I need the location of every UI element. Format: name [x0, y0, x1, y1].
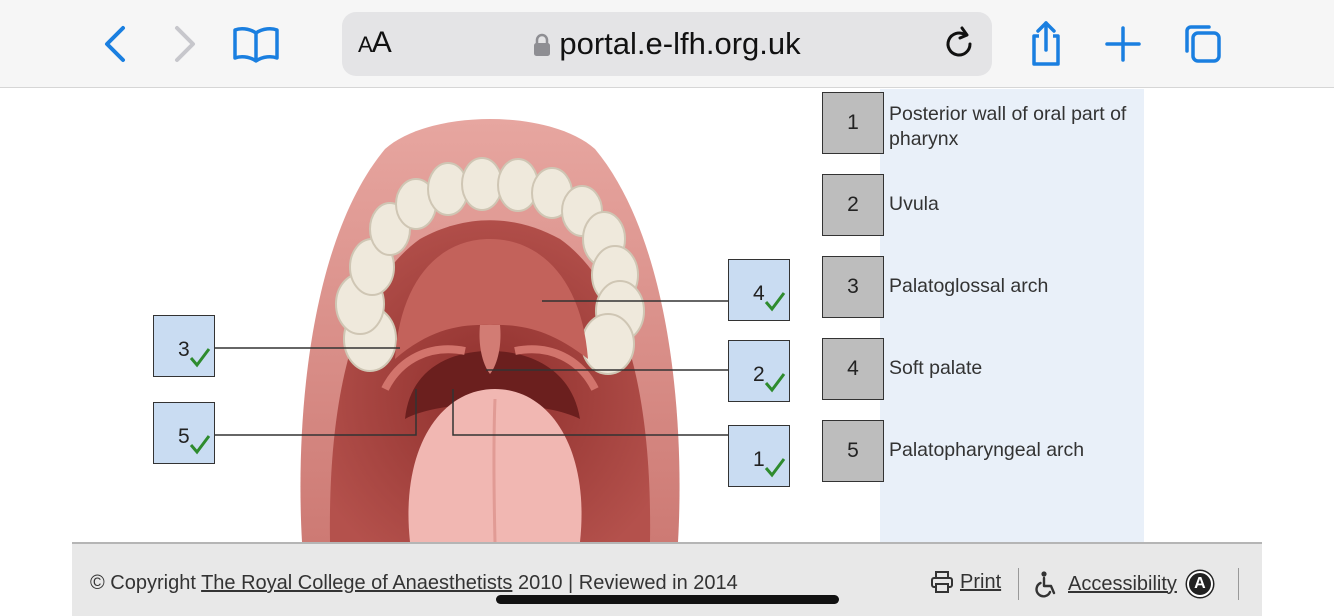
page-content: 3 5 4 2 1 1 Posterior wall of oral part … [0, 89, 1334, 542]
leader-lines [0, 89, 820, 542]
check-icon [763, 290, 787, 312]
placed-label-left-top[interactable]: 3 [153, 315, 215, 377]
wheelchair-icon [1032, 570, 1058, 598]
key-number[interactable]: 5 [822, 420, 884, 482]
url-text: portal.e-lfh.org.uk [559, 26, 800, 61]
browser-toolbar: AA portal.e-lfh.org.uk [0, 0, 1334, 88]
placed-label-right-top[interactable]: 4 [728, 259, 790, 321]
home-indicator [496, 595, 839, 604]
check-icon [188, 433, 212, 455]
printer-icon [930, 570, 954, 594]
url-field[interactable]: portal.e-lfh.org.uk [342, 26, 992, 65]
reload-icon[interactable] [940, 24, 980, 64]
accessibility-link[interactable]: Accessibility A [1032, 570, 1213, 598]
rcoa-link[interactable]: The Royal College of Anaesthetists [201, 572, 512, 594]
bookmarks-icon[interactable] [230, 18, 282, 70]
placed-label-left-bottom[interactable]: 5 [153, 402, 215, 464]
footer-divider [1238, 568, 1239, 600]
accessibility-badge-icon[interactable]: A [1187, 571, 1213, 597]
placed-label-right-bottom[interactable]: 1 [728, 425, 790, 487]
check-icon [763, 371, 787, 393]
check-icon [763, 456, 787, 478]
back-icon[interactable] [90, 18, 142, 70]
forward-icon[interactable] [158, 18, 210, 70]
check-icon [188, 346, 212, 368]
copyright-notice: © Copyright The Royal College of Anaesth… [90, 572, 738, 595]
address-bar[interactable]: AA portal.e-lfh.org.uk [342, 12, 992, 76]
key-text: Palatopharyngeal arch [889, 438, 1139, 463]
key-item: 2 Uvula [822, 174, 1142, 236]
key-number[interactable]: 1 [822, 92, 884, 154]
key-number[interactable]: 2 [822, 174, 884, 236]
key-item: 4 Soft palate [822, 338, 1142, 400]
share-icon[interactable] [1020, 18, 1072, 70]
key-text: Palatoglossal arch [889, 274, 1139, 299]
key-text: Posterior wall of oral part of pharynx [889, 102, 1139, 152]
page-footer: © Copyright The Royal College of Anaesth… [72, 542, 1262, 616]
key-text: Uvula [889, 192, 1139, 217]
placed-label-right-middle[interactable]: 2 [728, 340, 790, 402]
key-number[interactable]: 3 [822, 256, 884, 318]
lock-icon [533, 29, 551, 65]
key-item: 1 Posterior wall of oral part of pharynx [822, 92, 1142, 154]
footer-divider [1018, 568, 1019, 600]
tabs-icon[interactable] [1176, 18, 1228, 70]
new-tab-icon[interactable] [1097, 18, 1149, 70]
key-item: 5 Palatopharyngeal arch [822, 420, 1142, 482]
key-text: Soft palate [889, 356, 1139, 381]
key-item: 3 Palatoglossal arch [822, 256, 1142, 318]
key-number[interactable]: 4 [822, 338, 884, 400]
print-link[interactable]: Print [930, 570, 1001, 594]
